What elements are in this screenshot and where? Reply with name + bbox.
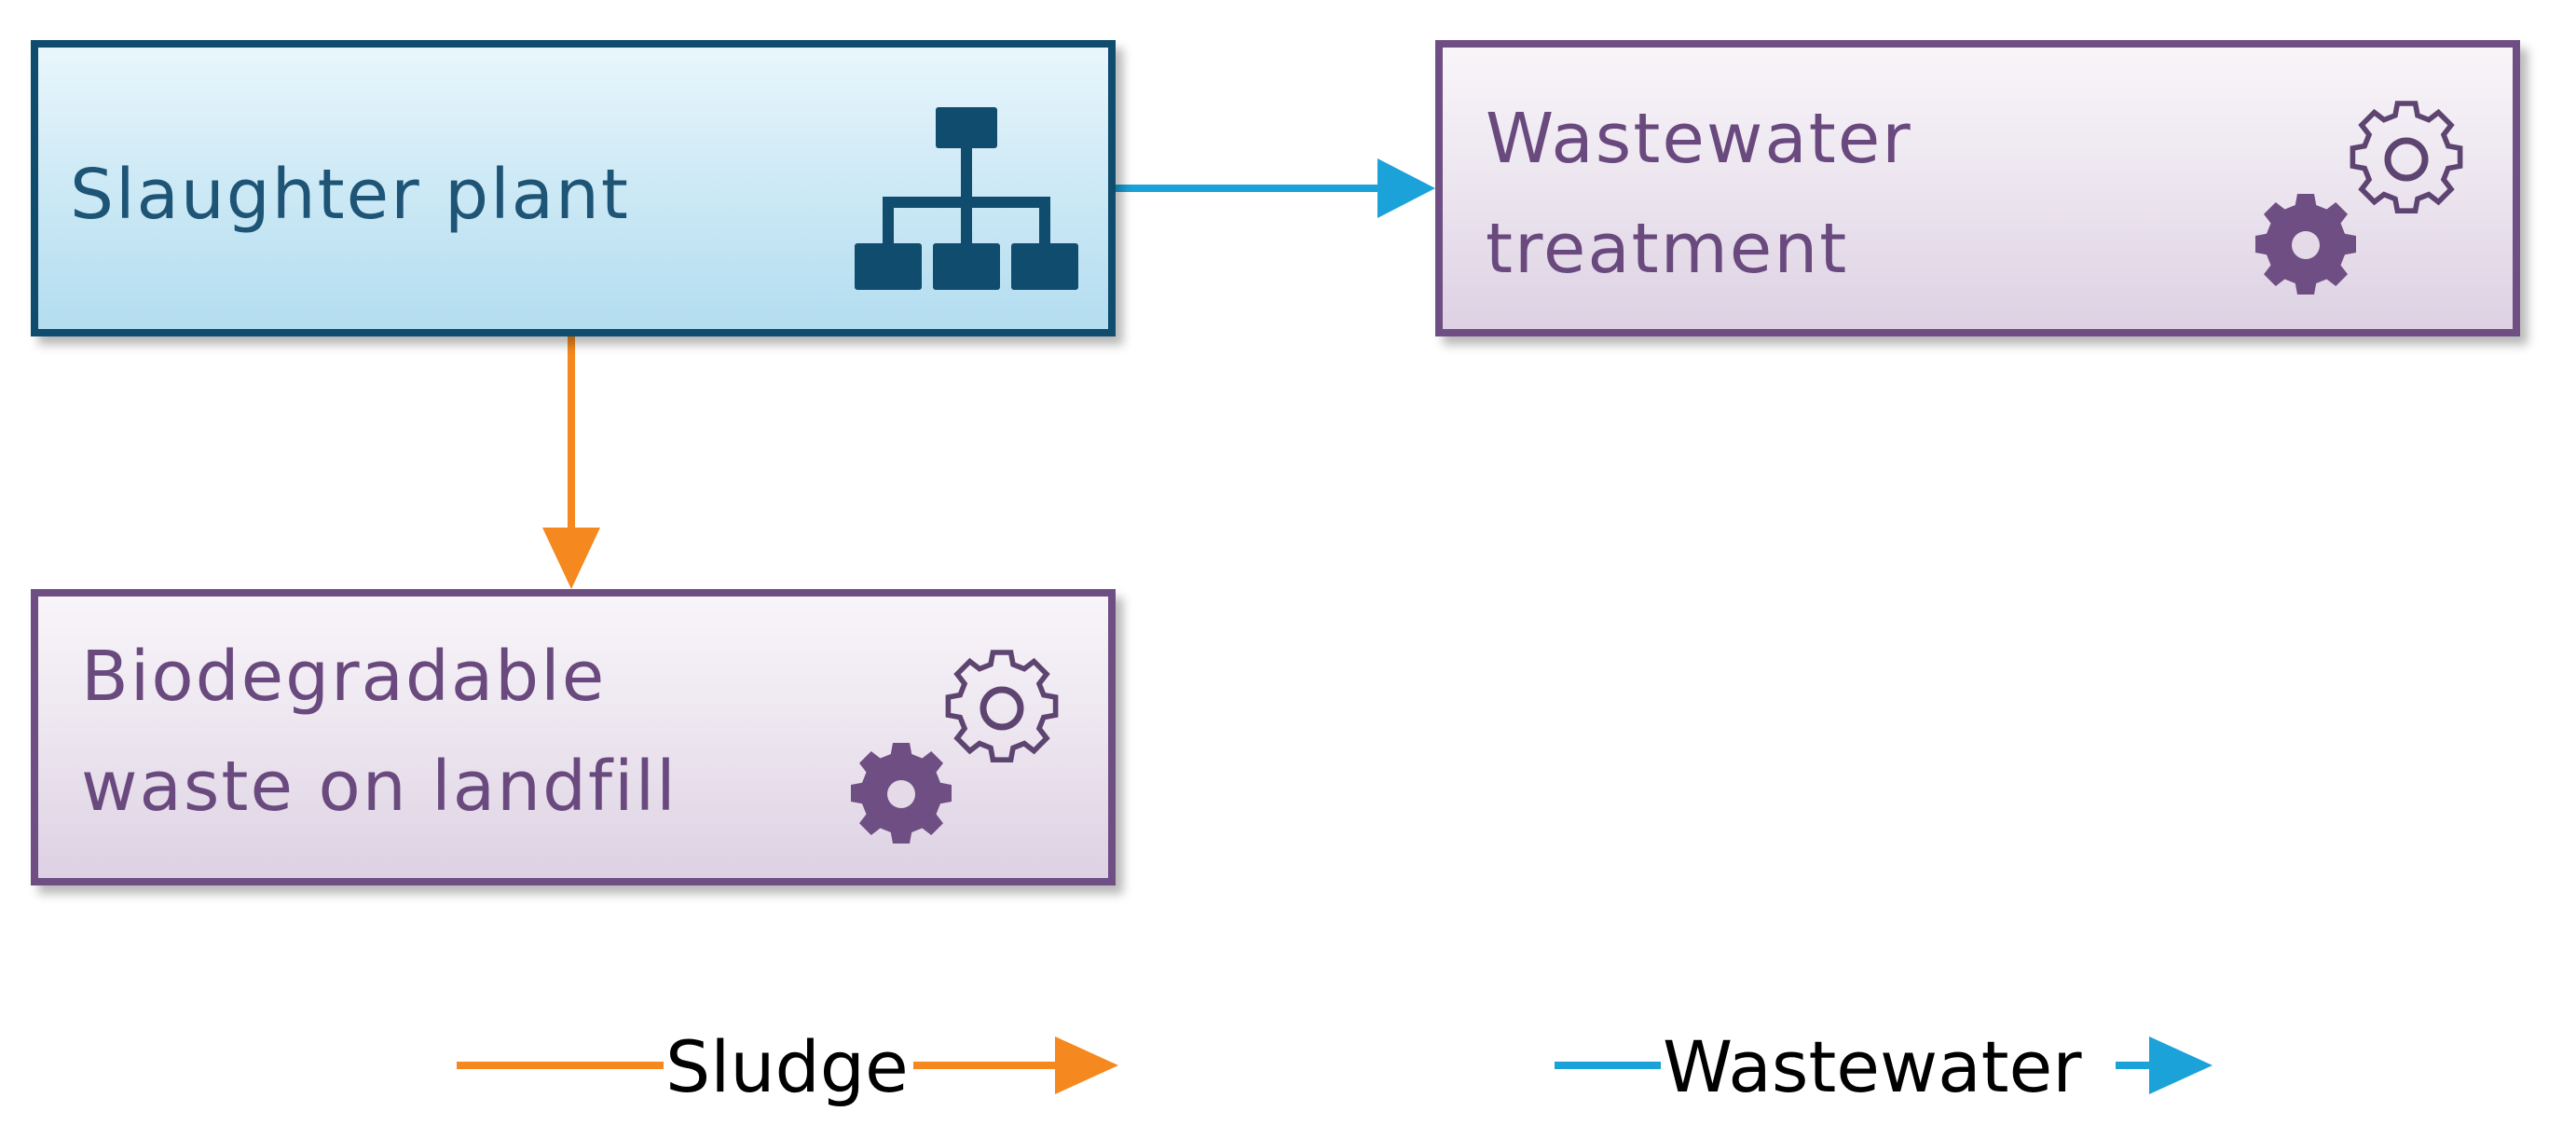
legend-sludge-label: Sludge bbox=[664, 1025, 911, 1109]
legend-wastewater-label: Wastewater bbox=[1661, 1025, 2084, 1109]
hierarchy-icon bbox=[855, 107, 1078, 290]
wastewater-treatment-label: Wastewater treatment bbox=[1486, 99, 1912, 289]
biodegradable-waste-node: Biodegradable waste on landfill bbox=[31, 589, 1116, 885]
sludge-connector-arrowhead bbox=[542, 528, 600, 589]
biodegradable-waste-label: Biodegradable waste on landfill bbox=[81, 637, 678, 827]
wastewater-treatment-node: Wastewater treatment bbox=[1435, 40, 2520, 336]
slaughter-plant-label: Slaughter plant bbox=[70, 155, 630, 235]
legend-wastewater-arrowhead bbox=[2149, 1036, 2213, 1094]
legend-sludge-arrowhead bbox=[1055, 1036, 1118, 1094]
gears-icon bbox=[2255, 101, 2463, 295]
wastewater-connector-arrowhead bbox=[1377, 158, 1435, 218]
gears-icon bbox=[851, 650, 1059, 844]
slaughter-plant-node: Slaughter plant bbox=[31, 40, 1116, 336]
